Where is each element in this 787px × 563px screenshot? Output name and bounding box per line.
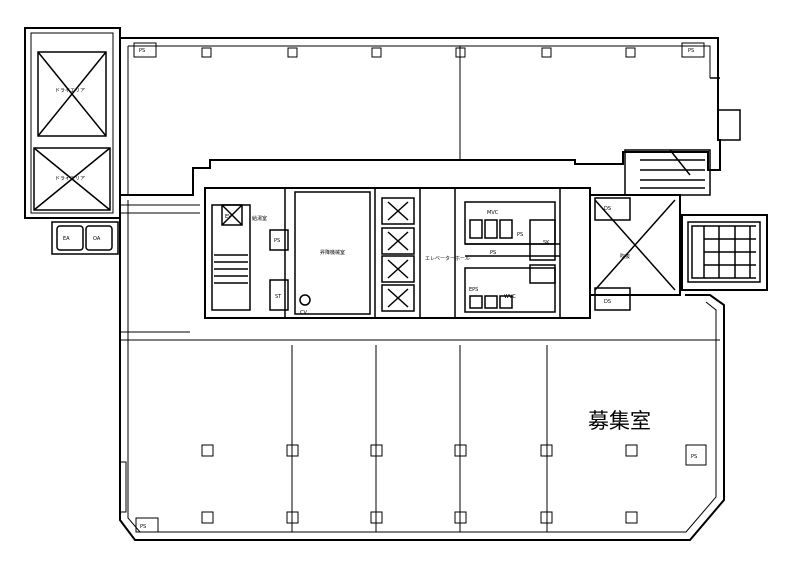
label-central: 昇降機械室	[320, 249, 345, 256]
label-pantry: 給湯室	[252, 215, 267, 222]
label-dry-area-bottom: ドライエリア	[55, 176, 85, 182]
label-ev: EV	[225, 214, 232, 220]
label-ps-bottom-left: PS	[140, 524, 146, 530]
skylight-grid	[681, 214, 768, 291]
label-wvc: WVC	[504, 294, 516, 300]
label-ps-bottom-right: PS	[691, 454, 697, 460]
label-ds-top: DS	[604, 206, 611, 212]
label-ea: EA	[63, 236, 70, 242]
plan-labels: PS PS PS PS EA OA ドライエリア ドライエリア MVC WVC …	[55, 48, 697, 530]
label-ps-core: PS	[490, 250, 496, 256]
label-ds-bottom: DS	[604, 299, 611, 305]
label-mvc: MVC	[487, 210, 499, 216]
label-sk: SK	[543, 240, 550, 246]
label-shaft: PS	[517, 232, 523, 238]
label-elevator-hall: エレベーターホール	[425, 255, 470, 262]
vacancy-label: 募集室	[588, 409, 651, 433]
label-st: ST	[275, 294, 282, 300]
label-eps: EPS	[469, 287, 478, 293]
label-ps-top-left: PS	[139, 48, 145, 54]
columns	[119, 42, 707, 533]
stair-top-right	[624, 149, 711, 196]
label-oa: OA	[93, 236, 101, 242]
label-ps-top-right: PS	[688, 48, 694, 54]
label-dry-area-top: ドライエリア	[55, 88, 85, 94]
void-shaft	[589, 194, 681, 311]
lower-partitions	[291, 345, 548, 532]
dry-area-left	[24, 27, 121, 255]
label-ps-small: PS	[274, 238, 280, 244]
label-cv: CV	[300, 310, 307, 316]
label-void: 吹抜	[620, 253, 630, 260]
building-outline	[119, 37, 741, 541]
core	[204, 187, 591, 319]
